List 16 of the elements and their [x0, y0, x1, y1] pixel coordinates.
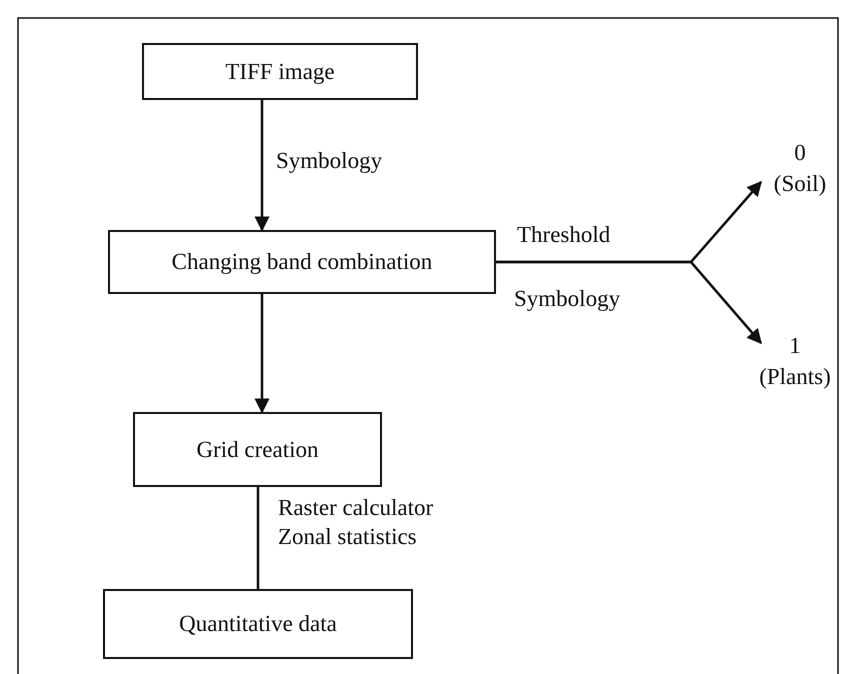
arrow — [254, 294, 270, 414]
class-value: 1 — [789, 332, 801, 360]
box-label: Grid creation — [196, 436, 318, 464]
process-box — [133, 412, 382, 487]
process-box — [103, 589, 413, 659]
box-label: Quantitative data — [179, 610, 337, 638]
class-value: 0 — [794, 138, 806, 167]
box-label: Changing band combination — [172, 248, 432, 276]
box-label: TIFF image — [225, 58, 335, 86]
class-label: (Soil) — [774, 170, 826, 198]
arrow — [496, 260, 762, 344]
class-label: (Plants) — [759, 363, 831, 391]
arrow — [254, 100, 270, 232]
process-box — [108, 230, 496, 294]
connector-line — [256, 487, 260, 589]
process-box — [142, 43, 418, 100]
